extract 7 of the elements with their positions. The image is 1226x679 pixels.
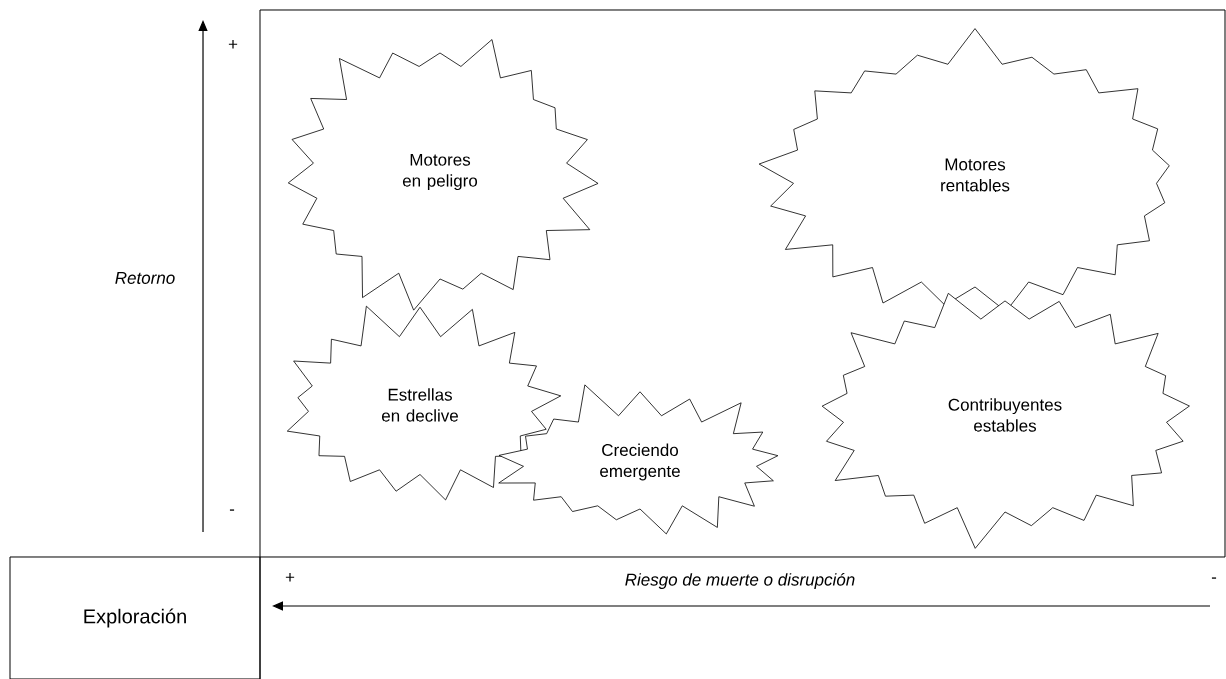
axis-label: Retorno [115,272,175,284]
axis-label: Riesgo de muerte o disrupción [625,572,855,589]
axis-sign: - [229,509,235,511]
axis-sign: + [285,573,295,582]
axis-sign: - [1211,577,1217,579]
axis-sign: + [228,40,238,49]
label-box: Exploración [9,556,261,679]
